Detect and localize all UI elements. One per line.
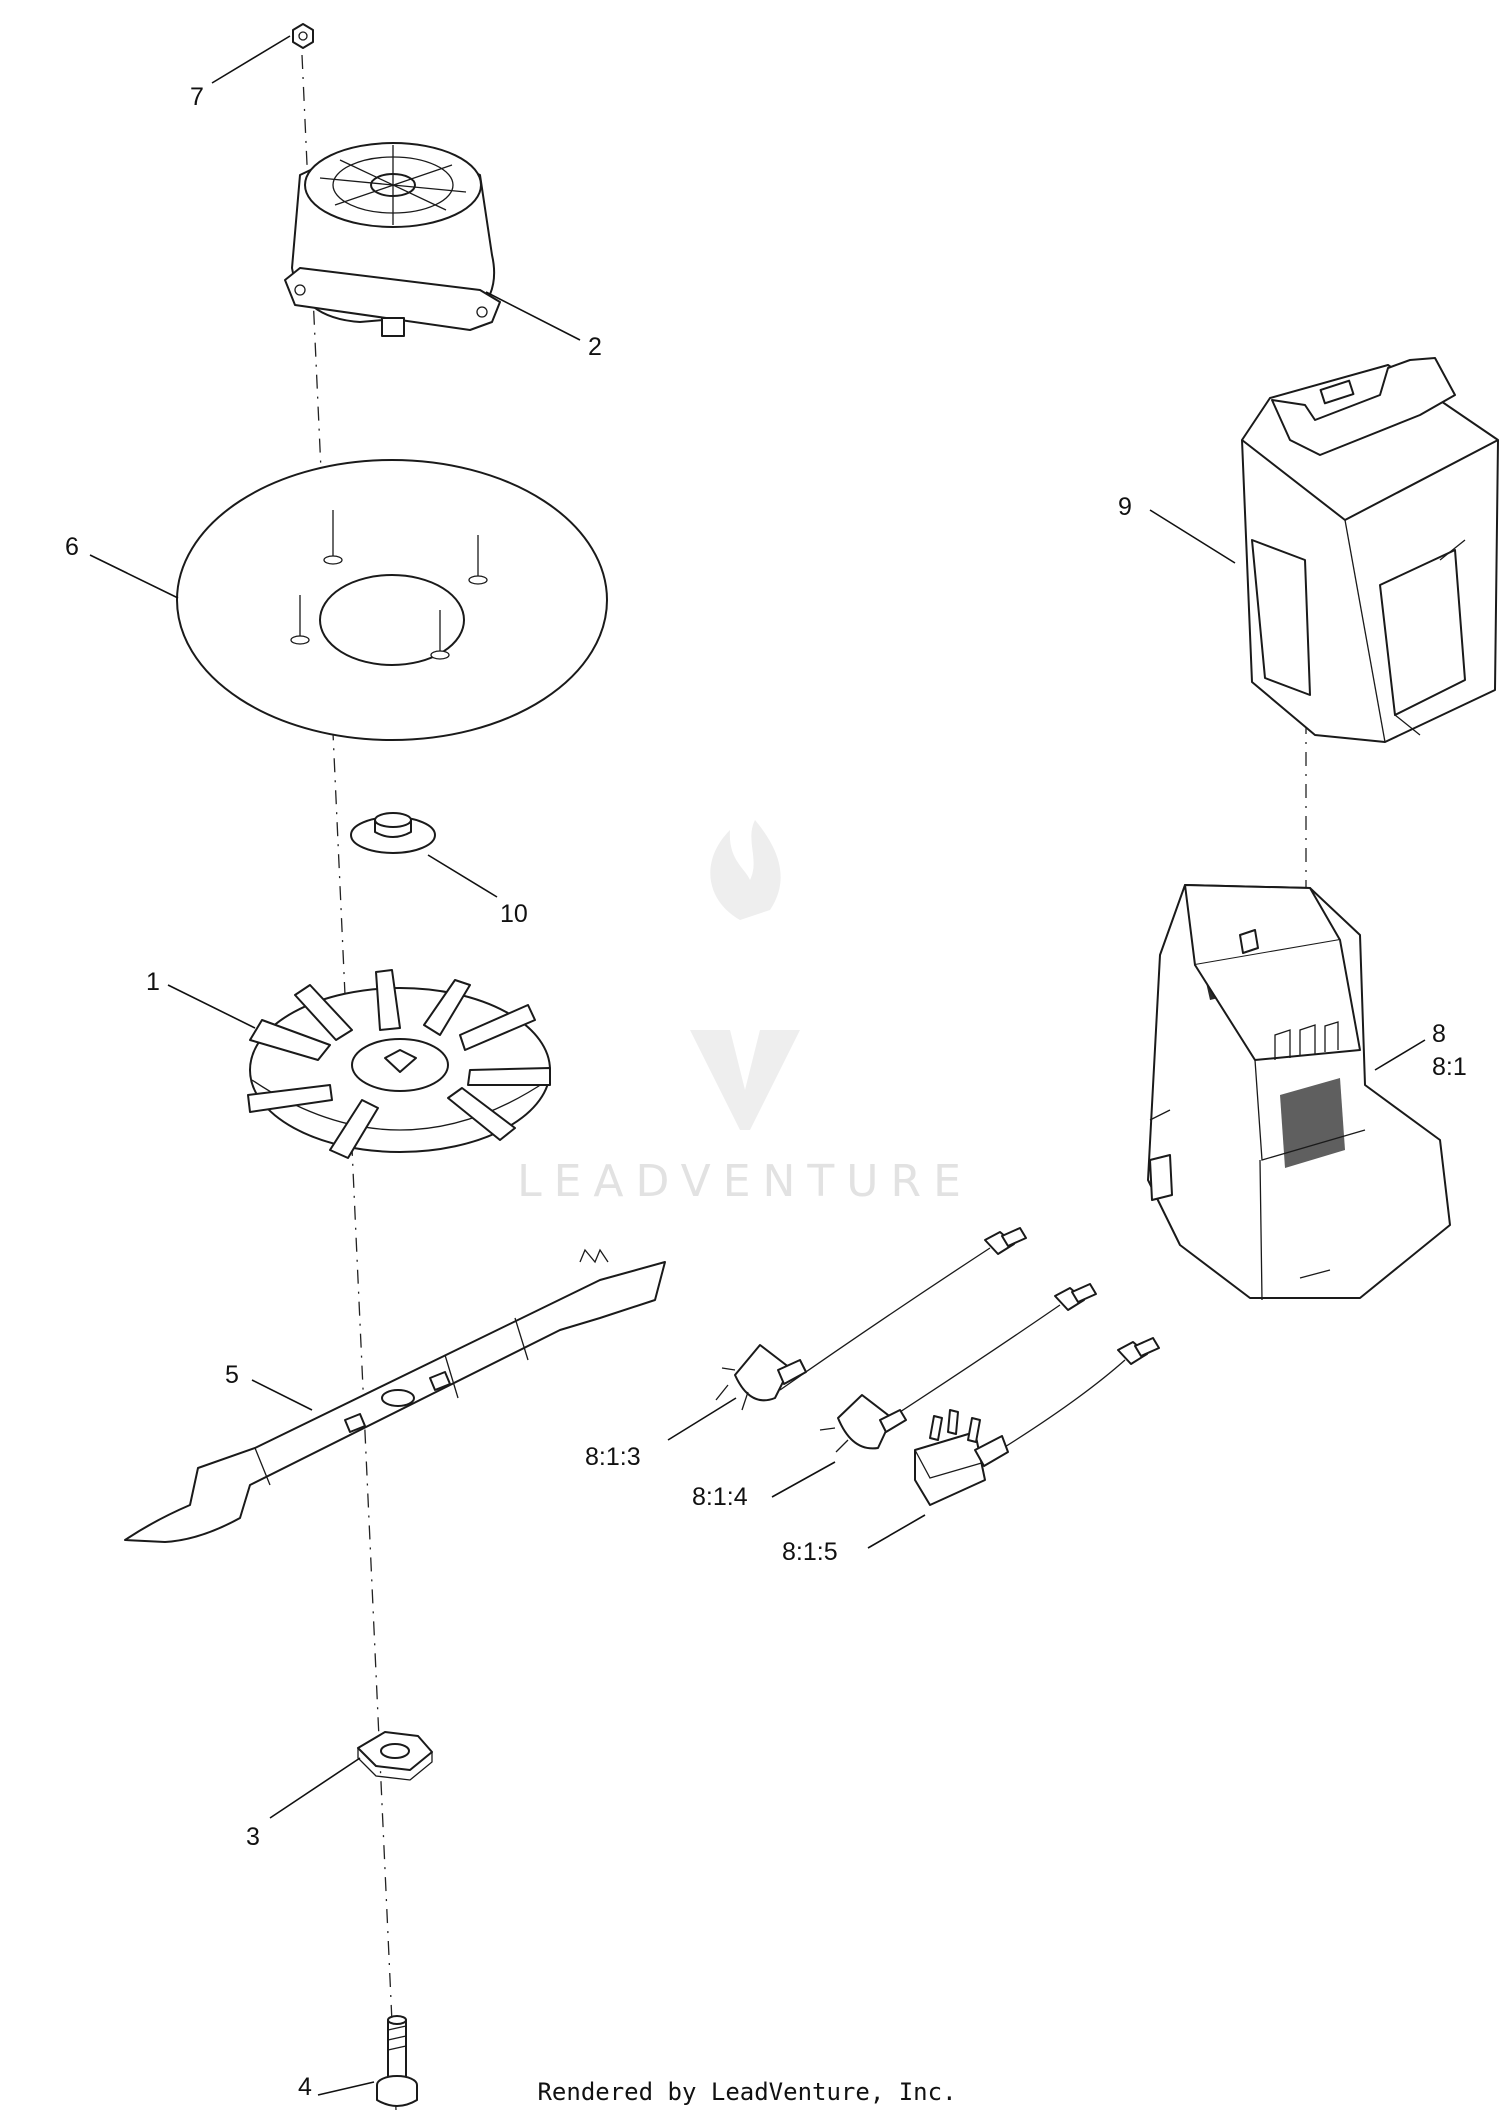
- part-6-baffle-plate: [176, 459, 608, 741]
- footer-credit: Rendered by LeadVenture, Inc.: [537, 2078, 956, 2106]
- part-1-fan: [247, 969, 551, 1159]
- callout-8-1-4: 8:1:4: [692, 1483, 748, 1511]
- leader-lines: [89, 35, 1426, 2096]
- part-10-adapter: [350, 812, 436, 854]
- part-2-motor: [284, 142, 501, 337]
- part-3-blade-nut: [357, 1731, 433, 1781]
- callout-8-1-3: 8:1:3: [585, 1443, 641, 1471]
- callout-8-1-5: 8:1:5: [782, 1538, 838, 1566]
- callout-2: 2: [588, 333, 602, 361]
- callout-5: 5: [225, 1361, 239, 1389]
- watermark-text: LEADVENTURE: [517, 1156, 973, 1207]
- part-9-battery: [1241, 357, 1499, 743]
- callout-9: 9: [1118, 493, 1132, 521]
- callouts: 7 2 6 10 1 5 3 4 9 8 8:1 8:1:3 8:1:4 8:1…: [65, 83, 1467, 2101]
- callout-3: 3: [246, 1823, 260, 1851]
- callout-8-1: 8:1: [1432, 1053, 1467, 1081]
- v-logo-icon: [690, 1030, 800, 1130]
- part-7-nut: [292, 23, 314, 49]
- part-5-blade: [124, 1248, 666, 1543]
- part-8-1-4-cord-eu: [819, 1283, 1097, 1453]
- callout-1: 1: [146, 968, 160, 996]
- callout-8: 8: [1432, 1020, 1446, 1048]
- callout-6: 6: [65, 533, 79, 561]
- callout-4: 4: [298, 2073, 312, 2101]
- flame-logo-icon: [710, 820, 781, 920]
- callout-7: 7: [190, 83, 204, 111]
- callout-10: 10: [500, 900, 528, 928]
- part-4-bolt: [376, 2015, 418, 2107]
- part-8-1-3-cord-au: [715, 1227, 1027, 1411]
- part-8-charger: [1147, 884, 1451, 1301]
- watermark: LEADVENTURE: [517, 820, 973, 1207]
- part-8-1-5-cord-uk: [914, 1337, 1160, 1506]
